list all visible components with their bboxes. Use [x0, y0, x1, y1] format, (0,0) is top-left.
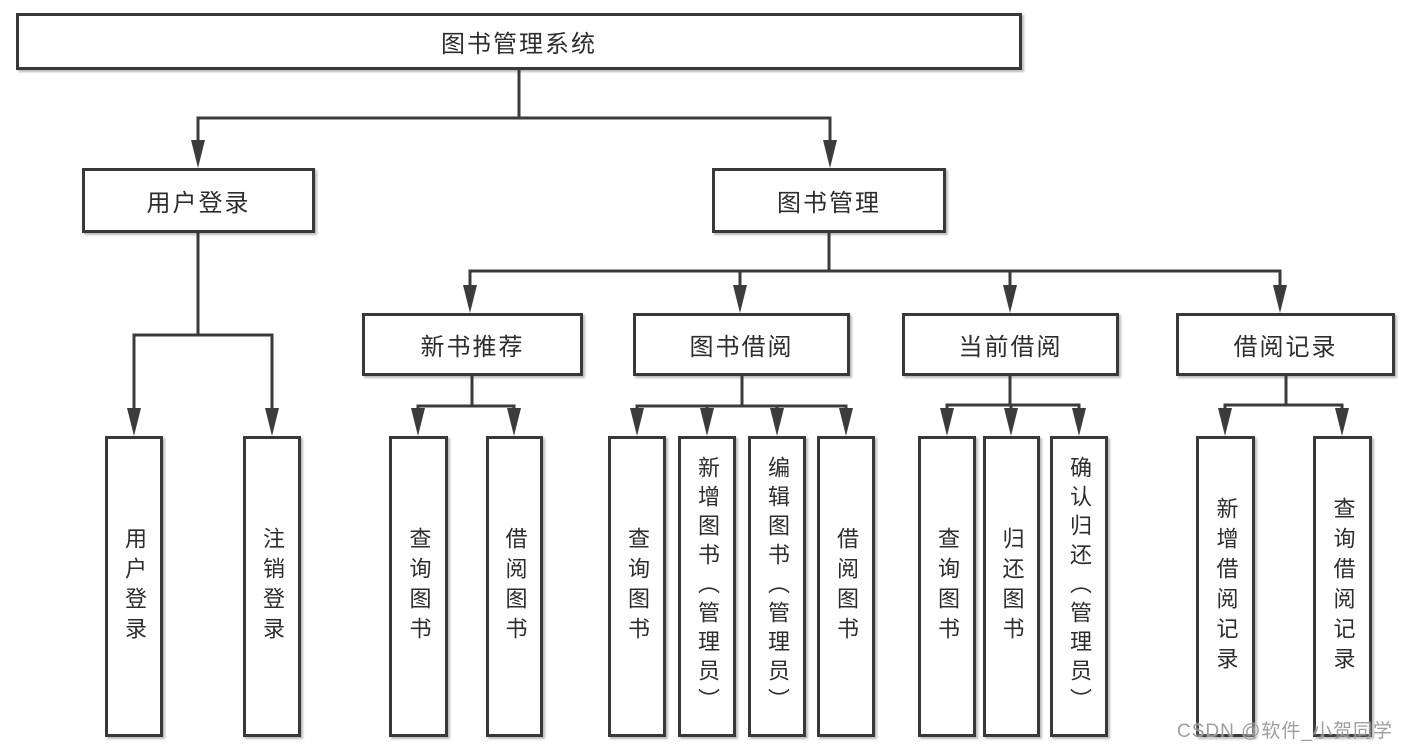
leaf-borrow-books: 借阅图书	[817, 436, 875, 737]
leaf-query-borrow-record: 查询借阅记录	[1313, 436, 1372, 737]
node-book-management: 图书管理	[712, 168, 946, 233]
node-library-management-system: 图书管理系统	[16, 13, 1022, 70]
csdn-watermark: CSDN @软件_小贺同学	[1177, 721, 1393, 742]
leaf-edit-books-admin: 编辑图书（管理员）	[748, 436, 806, 737]
leaf-query-books-current: 查询图书	[918, 436, 976, 737]
leaf-borrow-books-recommend: 借阅图书	[486, 436, 543, 737]
leaf-logout: 注销登录	[243, 436, 301, 737]
leaf-query-books-borrow: 查询图书	[608, 436, 666, 737]
node-book-borrowing: 图书借阅	[633, 313, 850, 376]
leaf-user-login: 用户登录	[105, 436, 163, 737]
node-user-login: 用户登录	[82, 168, 315, 233]
leaf-add-books-admin: 新增图书（管理员）	[678, 436, 736, 737]
node-new-book-recommendation: 新书推荐	[362, 313, 583, 376]
node-current-borrowing: 当前借阅	[902, 313, 1119, 376]
leaf-query-books-recommend: 查询图书	[389, 436, 448, 737]
leaf-add-borrow-record: 新增借阅记录	[1196, 436, 1255, 737]
node-borrowing-records: 借阅记录	[1176, 313, 1395, 376]
leaf-confirm-return-admin: 确认归还（管理员）	[1050, 436, 1108, 737]
leaf-return-books: 归还图书	[983, 436, 1040, 737]
